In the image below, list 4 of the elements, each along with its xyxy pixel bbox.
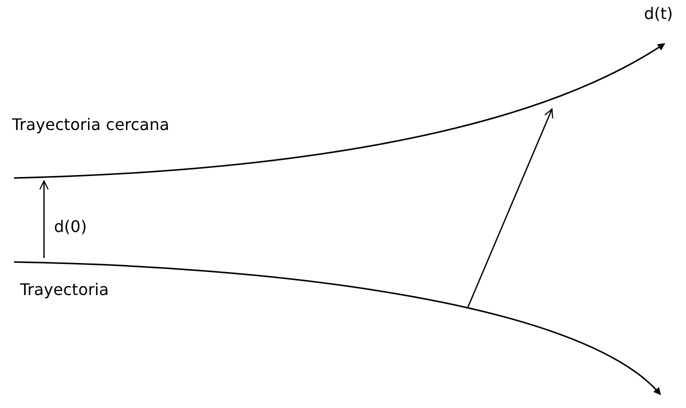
distance-label: d(t) (644, 4, 673, 24)
distance-label: d(0) (54, 217, 87, 236)
curve-label: Trayectoria cercana (12, 115, 170, 134)
curve-label: Trayectoria (20, 280, 109, 300)
